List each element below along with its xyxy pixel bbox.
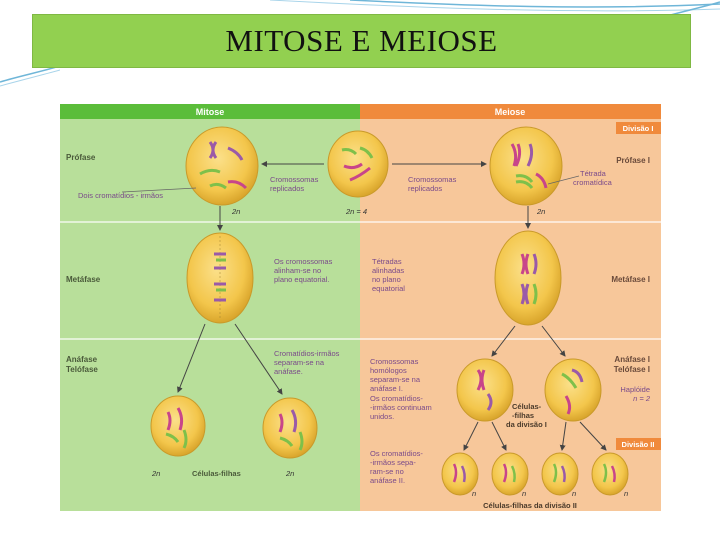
label-ploidy-2n4: 2n = 4	[345, 207, 367, 216]
cell-mitose-daughter-right	[263, 398, 317, 458]
label-separam-2: separam-se na	[274, 358, 325, 367]
label-cromatidios-2: -irmãos sepa-	[370, 458, 416, 467]
label-tetrada-1: Tétrada	[580, 169, 607, 178]
phase-metafase-1: Metáfase I	[611, 275, 650, 284]
label-daughter-2n-right: 2n	[285, 469, 294, 478]
title-bar: MITOSE E MEIOSE	[32, 14, 691, 68]
phase-profase-1: Prófase I	[616, 156, 650, 165]
cell-meiose-div1-right	[545, 359, 601, 421]
label-n-3: n	[572, 489, 576, 498]
cell-meiose-div2-4	[592, 453, 628, 495]
phase-telofase-1: Telófase I	[614, 365, 650, 374]
label-tetradas-1: Tétradas	[372, 257, 402, 266]
label-celulas-div2: Células-filhas da divisão II	[483, 501, 577, 510]
label-tetradas-3: no plano	[372, 275, 401, 284]
label-cromossomas-replicados-meiose: Cromossomas	[408, 175, 457, 184]
label-homologos-7: unidos.	[370, 412, 394, 421]
label-cromatidios-4: anáfase II.	[370, 476, 405, 485]
label-alinham-3: plano equatorial.	[274, 275, 329, 284]
label-celulas-div1-3: da divisão I	[506, 420, 547, 429]
label-n-2: n	[522, 489, 526, 498]
divisao-1-label: Divisão I	[623, 124, 654, 133]
cell-meiose-profase-1	[490, 127, 562, 205]
label-homologos-1: Cromossomas	[370, 357, 419, 366]
label-cromatidios-1: Os cromatídios-	[370, 449, 423, 458]
label-haploide-2: n = 2	[633, 394, 651, 403]
label-homologos-3: separam-se na	[370, 375, 421, 384]
label-homologos-6: -irmãos continuam	[370, 403, 432, 412]
divisao-2-label: Divisão II	[622, 440, 655, 449]
label-tetradas-4: equatorial	[372, 284, 405, 293]
label-haploide-1: Haplóide	[620, 385, 650, 394]
mitosis-meiosis-diagram: Mitose Meiose Divisão I Divisão II Prófa…	[60, 104, 661, 511]
label-celulas-div1-2: -filhas	[512, 411, 534, 420]
label-separam-3: anáfase.	[274, 367, 303, 376]
slide-title: MITOSE E MEIOSE	[33, 23, 690, 59]
phase-anafase: Anáfase	[66, 355, 98, 364]
label-n-4: n	[624, 489, 628, 498]
cell-mitose-profase	[186, 127, 258, 205]
label-ploidy-2n-meiose: 2n	[536, 207, 545, 216]
label-cromossomas-replicados-mitose-2: replicados	[270, 184, 304, 193]
label-homologos-2: homólogos	[370, 366, 407, 375]
phase-telofase: Telófase	[66, 365, 98, 374]
cell-mitose-metafase	[187, 233, 253, 323]
cell-mitose-daughter-left	[151, 396, 205, 456]
label-homologos-5: Os cromatídios-	[370, 394, 423, 403]
label-celulas-div1-1: Células-	[512, 402, 542, 411]
label-cromossomas-replicados-meiose-2: replicados	[408, 184, 442, 193]
label-separam-1: Cromatídios-irmãos	[274, 349, 340, 358]
label-alinham-1: Os cromossomas	[274, 257, 333, 266]
cell-meiose-div1-left	[457, 359, 513, 421]
label-ploidy-2n-mitose: 2n	[231, 207, 240, 216]
label-daughter-2n-left: 2n	[151, 469, 160, 478]
phase-profase: Prófase	[66, 153, 96, 162]
label-tetrada-2: cromatídica	[573, 178, 613, 187]
label-celulas-filhas: Células-filhas	[192, 469, 241, 478]
label-cromatidios-3: ram-se no	[370, 467, 404, 476]
label-alinham-2: alinham-se no	[274, 266, 321, 275]
cell-center-profase	[328, 131, 388, 197]
meiose-header: Meiose	[495, 107, 526, 117]
label-tetradas-2: alinhadas	[372, 266, 404, 275]
label-n-1: n	[472, 489, 476, 498]
label-cromossomas-replicados-mitose: Cromossomas	[270, 175, 319, 184]
label-homologos-4: anáfase I.	[370, 384, 403, 393]
mitose-header: Mitose	[196, 107, 225, 117]
phase-anafase-1: Anáfase I	[614, 355, 650, 364]
cell-meiose-metafase-1	[495, 231, 561, 325]
label-dois-cromatidios: Dois cromatídios - irmãos	[78, 191, 163, 200]
phase-metafase: Metáfase	[66, 275, 101, 284]
